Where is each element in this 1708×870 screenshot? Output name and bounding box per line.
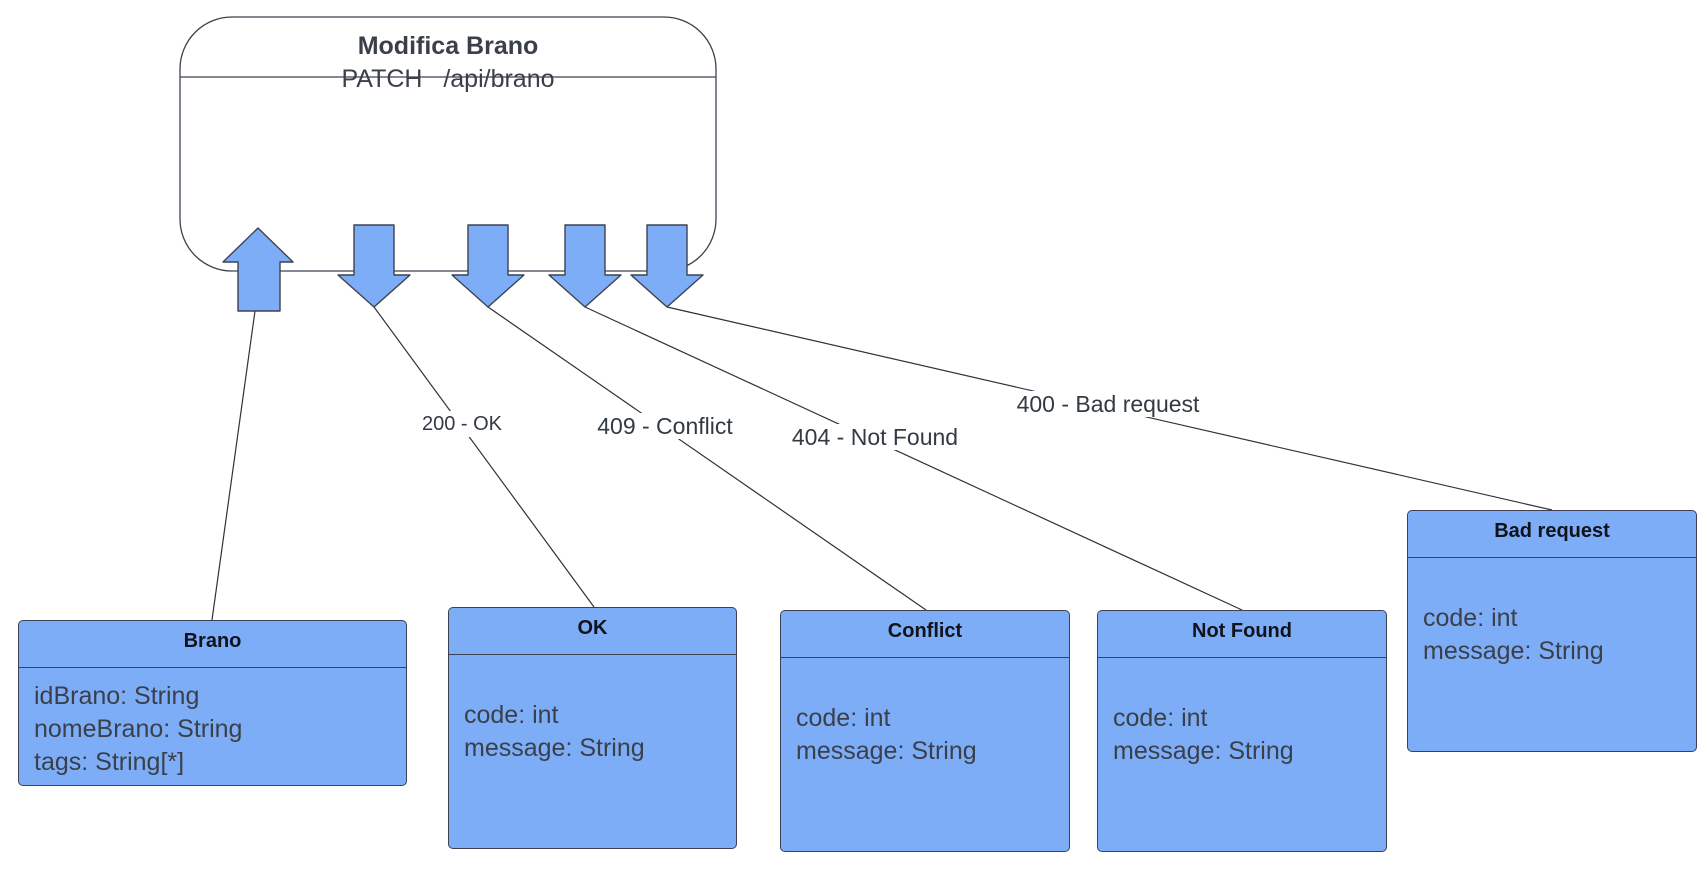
class-ok-attribute: message: String	[464, 734, 645, 762]
class-conflict: Conflict code: int message: String	[780, 610, 1070, 852]
class-not-found-title: Not Found	[1098, 611, 1386, 658]
class-bad-request-title: Bad request	[1408, 511, 1696, 558]
class-brano-attribute: nomeBrano: String	[34, 715, 243, 743]
edge-label-ok: 200 - OK	[418, 411, 506, 437]
class-not-found-attribute: code: int	[1113, 704, 1208, 732]
edge-label-bad-request: 400 - Bad request	[1013, 391, 1203, 417]
connector-not-found	[584, 306, 1243, 611]
class-bad-request-attribute: message: String	[1423, 637, 1604, 665]
endpoint-frame	[179, 16, 717, 272]
response-ok-down-arrow-icon	[337, 224, 411, 308]
response-conflict-down-arrow-icon	[451, 224, 525, 308]
endpoint-title: Modifica Brano	[357, 32, 539, 60]
class-not-found-attribute: message: String	[1113, 737, 1294, 765]
class-bad-request: Bad request code: int message: String	[1407, 510, 1697, 752]
connectors	[211, 306, 1553, 621]
class-ok: OK code: int message: String	[448, 607, 737, 849]
endpoint-signature: PATCH /api/brano	[180, 65, 716, 94]
class-not-found: Not Found code: int message: String	[1097, 610, 1387, 852]
request-up-arrow-icon	[222, 227, 294, 312]
class-conflict-title: Conflict	[781, 611, 1069, 658]
response-not-found-down-arrow-icon	[548, 224, 622, 308]
edge-label-conflict: 409 - Conflict	[594, 413, 736, 439]
endpoint-box: Modifica Brano PATCH /api/brano	[180, 17, 716, 271]
endpoint-method: PATCH	[341, 65, 423, 93]
class-bad-request-attribute: code: int	[1423, 604, 1518, 632]
class-conflict-attribute: message: String	[796, 737, 977, 765]
connector-ok	[373, 306, 595, 608]
class-conflict-attribute: code: int	[796, 704, 891, 732]
class-brano-attribute: idBrano: String	[34, 682, 200, 710]
connector-request	[211, 310, 256, 621]
class-brano-title: Brano	[19, 621, 406, 668]
endpoint-path: /api/brano	[443, 65, 555, 93]
class-ok-title: OK	[449, 608, 736, 655]
class-brano-attribute: tags: String[*]	[34, 748, 185, 776]
connector-conflict	[487, 306, 927, 611]
response-bad-request-down-arrow-icon	[630, 224, 704, 308]
edge-label-not-found: 404 - Not Found	[788, 424, 962, 450]
class-brano: Brano idBrano: String nomeBrano: String …	[18, 620, 407, 786]
class-ok-attribute: code: int	[464, 701, 559, 729]
